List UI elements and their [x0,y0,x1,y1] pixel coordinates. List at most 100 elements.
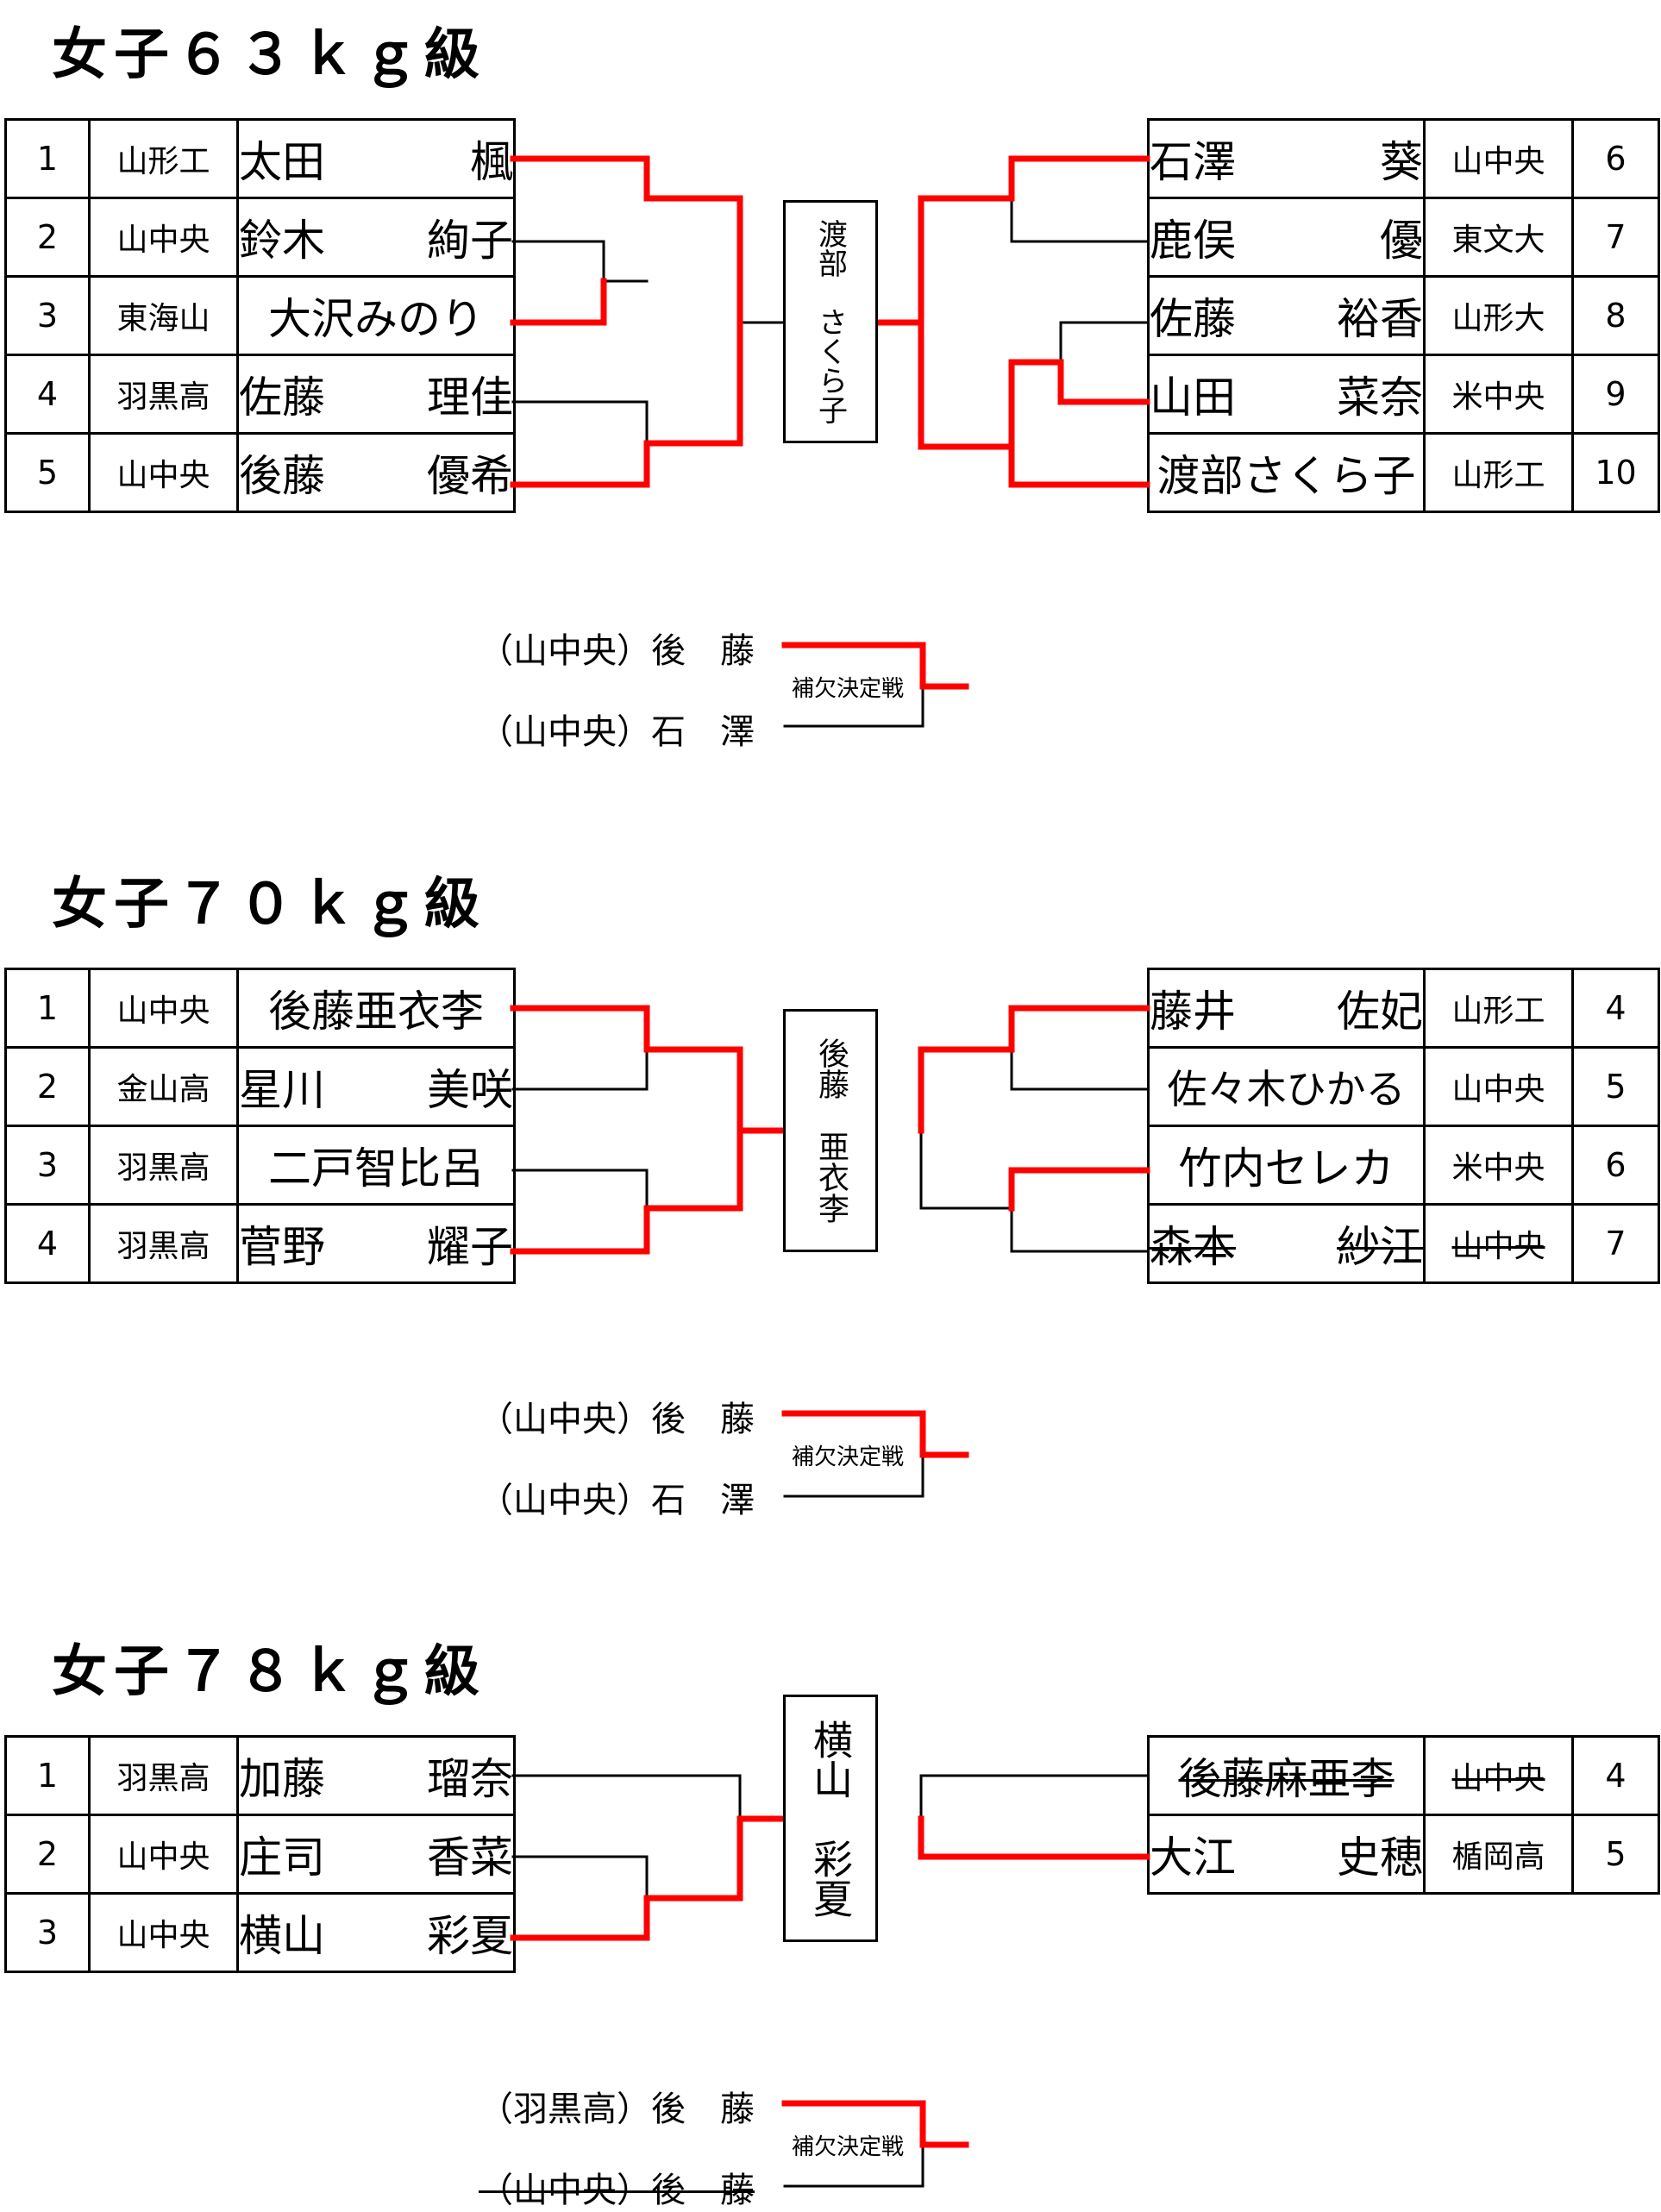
left-entries-table: 1 山形工 太田楓 2 山中央 鈴木絢子 3 東海山 大沢みのり 4 羽黒高 佐… [4,118,516,513]
school-name: 羽黒高 [88,1735,239,1816]
table-row: 鹿俣優 東文大 7 [1147,197,1660,278]
repechage-name: 石 澤 [651,712,755,752]
given-name: 紗江 [1337,1222,1423,1272]
section-title: 女子７０ｋｇ級 [52,873,486,937]
table-row: 5 山中央 後藤優希 [4,432,516,513]
seed-number: 1 [4,968,91,1049]
family-name: 鹿俣 [1150,216,1237,266]
repechage-name: 後 藤 [651,2171,755,2210]
bracket-line-win [510,155,743,326]
table-row: 1 山形工 太田楓 [4,118,516,199]
repechage-line [783,2143,925,2188]
school-name: 米中央 [1423,354,1574,435]
given-name: 優希 [427,451,513,501]
school-name: 楯岡高 [1423,1814,1574,1895]
school-name: 山形工 [88,118,239,199]
bracket-line [1059,321,1149,364]
left-entries-table: 1 山中央 後藤亜衣李 2 金山高 星川美咲 3 羽黒高 二戸智比呂 4 羽黒高… [4,968,516,1284]
school-name: 羽黒高 [88,1125,239,1206]
seed-number: 1 [4,1735,91,1816]
given-name: 絢子 [427,216,513,266]
given-name: 史穂 [1337,1833,1423,1883]
repechage-entry-top: （山中央）後 藤 [479,623,755,673]
table-row: 森本紗江 山中央 7 [1147,1203,1660,1284]
given-name: 理佳 [427,373,513,423]
repechage-entry-bottom: （山中央）後 藤 [479,2162,755,2212]
family-name: 石澤 [1150,137,1237,187]
bracket-line-win [918,1005,1150,1134]
seed-number: 1 [4,118,91,199]
bracket-line [511,400,649,445]
given-name: 佐妃 [1337,987,1423,1037]
school-name: 東海山 [88,275,239,356]
repechage-line [783,1453,925,1498]
given-name: 耀子 [427,1222,513,1272]
school-name: 羽黒高 [88,1203,239,1284]
repechage-name: 石 澤 [651,1481,755,1520]
full-name: 佐々木ひかる [1167,1066,1406,1112]
seed-number: 7 [1571,1203,1660,1284]
bracket-lines [510,1774,1150,2188]
repechage-line-win [781,642,969,690]
bracket-lines [510,155,1150,728]
family-name: 佐藤 [239,373,326,423]
bracket-line [1010,1206,1149,1253]
given-name: 美咲 [427,1065,513,1115]
right-entries-table: 藤井佐妃 山形工 4 佐々木ひかる 山中央 5 竹内セレカ 米中央 6 森本紗江… [1147,968,1660,1284]
repechage-line-win [781,2100,969,2148]
family-name: 加藤 [239,1754,326,1804]
competitor-name: 山田菜奈 [1147,354,1426,435]
full-name: 渡部さくら子 [1156,451,1416,501]
table-row: 2 山中央 庄司香菜 [4,1814,516,1895]
repechage-name: 後 藤 [651,631,755,671]
given-name: 優 [1380,216,1423,266]
bracket-line [1010,1048,1149,1091]
seed-number: 4 [4,1203,91,1284]
repechage-name: 後 藤 [651,1400,755,1439]
repechage-school: （山中央） [479,712,651,752]
competitor-name: 石澤葵 [1147,118,1426,199]
table-row: 4 羽黒高 菅野耀子 [4,1203,516,1284]
family-name: 太田 [239,137,326,187]
family-name: 大江 [1150,1833,1237,1883]
school-name: 金山高 [88,1046,239,1127]
bracket-line [1010,197,1149,243]
school-name: 山中央 [88,432,239,513]
table-row: 大江史穂 楯岡高 5 [1147,1814,1660,1895]
competitor-name: 後藤亜衣李 [236,968,516,1049]
table-row: 3 東海山 大沢みのり [4,275,516,356]
full-name: 二戸智比呂 [268,1144,484,1194]
seed-number: 5 [4,432,91,513]
competitor-name: 星川美咲 [236,1046,516,1127]
table-row: 3 山中央 横山彩夏 [4,1892,516,1973]
school-name: 山形工 [1423,968,1574,1049]
competitor-name: 渡部さくら子 [1147,432,1426,513]
seed-number: 2 [4,197,91,278]
school-name: 山中央 [88,1892,239,1973]
competitor-name: 鈴木絢子 [236,197,516,278]
bracket-line [511,1048,649,1091]
bracket-line [919,1774,1149,1820]
bracket-line-win [510,1005,787,1134]
seed-number: 2 [4,1814,91,1895]
competitor-name: 鹿俣 優 [1147,197,1426,278]
section-70kg: 女子７０ｋｇ級 1 山中央 後藤亜衣李 2 金山高 星川美咲 3 羽黒高 二戸智… [0,849,1661,1582]
table-row: 佐々木ひかる 山中央 5 [1147,1046,1660,1127]
seed-number: 4 [1571,968,1660,1049]
table-row: 1 羽黒高 加藤瑠奈 [4,1735,516,1816]
bracket-line [511,240,649,283]
winner-box: 後藤 亜衣李 [783,1009,878,1252]
full-name: 大沢みのり [268,294,484,344]
seed-number: 6 [1571,118,1660,199]
competitor-name: 佐々木ひかる [1147,1046,1426,1127]
repechage-entry-top: （山中央）後 藤 [479,1391,755,1441]
school-name: 山中央 [1423,1046,1574,1127]
school-name: 東文大 [1423,197,1574,278]
seed-number: 8 [1571,275,1660,356]
competitor-name: 佐藤裕香 [1147,275,1426,356]
repechage-school: （羽黒高） [479,2090,651,2129]
competitor-name: 二戸智比呂 [236,1125,516,1206]
competitor-name: 加藤瑠奈 [236,1735,516,1816]
competitor-name: 佐藤 理佳 [236,354,516,435]
bracket-line-win [1008,359,1150,450]
